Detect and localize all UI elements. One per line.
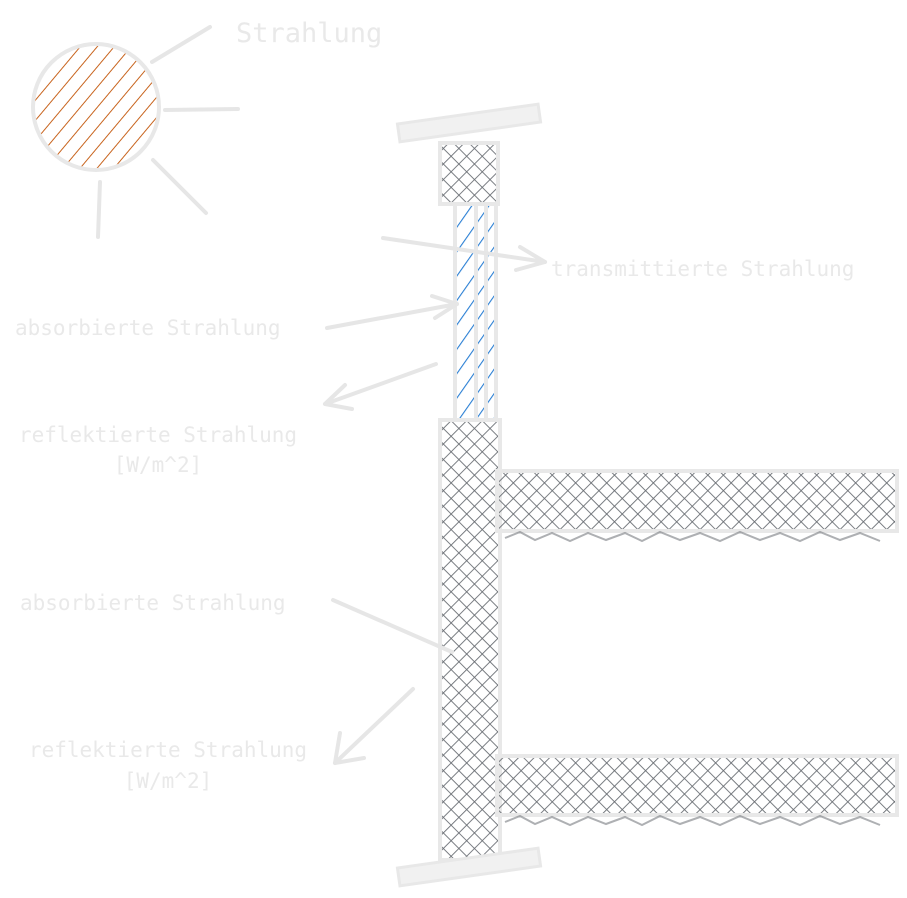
arrow-transmitted bbox=[381, 236, 547, 272]
bottom-slab bbox=[395, 846, 543, 888]
sun-outline bbox=[31, 42, 161, 172]
label-transmitted: transmittierte Strahlung bbox=[551, 257, 854, 281]
arrow-absorbed-window bbox=[325, 294, 459, 330]
sun bbox=[31, 25, 240, 239]
label-reflected-wall-line1: reflektierte Strahlung bbox=[29, 738, 307, 762]
top-wall-block bbox=[438, 141, 500, 206]
arrow-absorbed-wall bbox=[331, 598, 454, 654]
upper-floor-slab bbox=[495, 469, 899, 543]
lower-floor-slab bbox=[495, 754, 899, 827]
label-absorbed-wall: absorbierte Strahlung bbox=[20, 591, 286, 615]
top-slab bbox=[395, 102, 543, 144]
arrow-reflected-window bbox=[323, 362, 438, 411]
label-sun-radiation: Strahlung bbox=[236, 18, 382, 49]
label-reflected-window-line1: reflektierte Strahlung bbox=[19, 423, 297, 447]
sun-disc bbox=[33, 44, 159, 170]
window-glass bbox=[453, 202, 498, 422]
arrow-reflected-wall bbox=[333, 687, 415, 765]
label-reflected-wall-line2: [W/m^2] bbox=[124, 769, 213, 793]
sun-rays bbox=[96, 25, 240, 239]
label-reflected-window-line2: [W/m^2] bbox=[114, 453, 203, 477]
main-wall bbox=[438, 418, 502, 862]
label-absorbed-window: absorbierte Strahlung bbox=[15, 316, 281, 340]
